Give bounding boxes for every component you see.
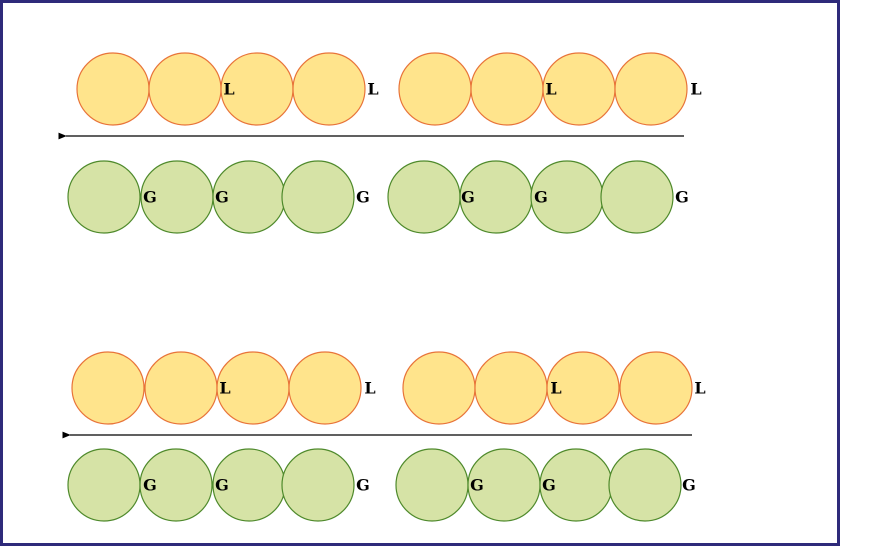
- l-bead: [76, 52, 150, 126]
- g-bead: [281, 448, 355, 522]
- g-label: G: [542, 476, 556, 495]
- g-bead: [600, 160, 674, 234]
- l-bead: [614, 52, 688, 126]
- g-bead: [387, 160, 461, 234]
- g-bead: [67, 448, 141, 522]
- l-bead: [292, 52, 366, 126]
- g-label: G: [534, 188, 548, 207]
- l-bead: [402, 351, 476, 425]
- panel-1: L L L L G G G G G G: [58, 52, 702, 234]
- l-bead: [470, 52, 544, 126]
- g-bead: [608, 448, 682, 522]
- g-label: G: [470, 476, 484, 495]
- l-bead: [144, 351, 218, 425]
- g-label: G: [682, 476, 696, 495]
- g-label: G: [675, 188, 689, 207]
- l-label: L: [223, 80, 234, 99]
- l-bead: [288, 351, 362, 425]
- l-bead: [148, 52, 222, 126]
- g-label: G: [143, 188, 157, 207]
- l-bead: [398, 52, 472, 126]
- g-label: G: [215, 476, 229, 495]
- g-bead: [281, 160, 355, 234]
- l-label: L: [364, 379, 375, 398]
- l-bead: [619, 351, 693, 425]
- g-label: G: [356, 476, 370, 495]
- l-label: L: [219, 379, 230, 398]
- g-bead: [67, 160, 141, 234]
- l-bead: [71, 351, 145, 425]
- l-label: L: [367, 80, 378, 99]
- g-bead: [395, 448, 469, 522]
- l-label: L: [550, 379, 561, 398]
- l-label: L: [694, 379, 705, 398]
- l-label: L: [545, 80, 556, 99]
- l-bead: [546, 351, 620, 425]
- g-label: G: [356, 188, 370, 207]
- g-bead: [139, 448, 213, 522]
- g-label: G: [461, 188, 475, 207]
- diagram-content: L L L L G G G G G G L L L L G G G G G G: [58, 52, 706, 522]
- panel-2: L L L L G G G G G G: [62, 351, 706, 522]
- g-label: G: [215, 188, 229, 207]
- l-bead: [474, 351, 548, 425]
- l-label: L: [690, 80, 701, 99]
- g-label: G: [143, 476, 157, 495]
